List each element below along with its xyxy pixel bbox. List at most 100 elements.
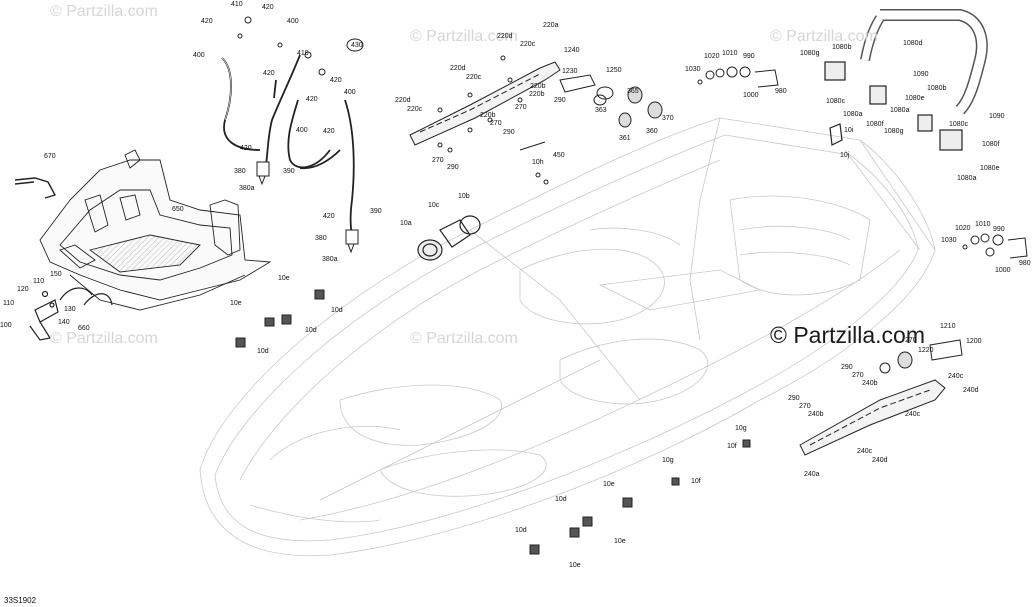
callout[interactable]: 220d xyxy=(450,65,466,72)
callout[interactable]: 1080f xyxy=(982,141,1000,148)
callout[interactable]: 650 xyxy=(172,206,184,213)
callout[interactable]: 1240 xyxy=(564,47,580,54)
callout[interactable]: 240d xyxy=(963,387,979,394)
callout[interactable]: 980 xyxy=(775,88,787,95)
callout[interactable]: 1230 xyxy=(562,68,578,75)
callout[interactable]: 380a xyxy=(239,185,255,192)
callout[interactable]: 400 xyxy=(344,89,356,96)
callout[interactable]: 290 xyxy=(447,164,459,171)
callout[interactable]: 10h xyxy=(532,159,544,166)
callout[interactable]: 990 xyxy=(993,226,1005,233)
callout[interactable]: 10g xyxy=(735,425,747,432)
callout[interactable]: 370 xyxy=(662,115,674,122)
callout[interactable]: 1010 xyxy=(975,221,991,228)
callout[interactable]: 220d xyxy=(395,97,411,104)
callout[interactable]: 400 xyxy=(193,52,205,59)
callout[interactable]: 1080e xyxy=(905,95,925,102)
callout[interactable]: 420 xyxy=(323,213,335,220)
callout[interactable]: 1080b xyxy=(832,44,852,51)
callout[interactable]: 10b xyxy=(458,193,470,200)
callout[interactable]: 380a xyxy=(322,256,338,263)
callout[interactable]: 10e xyxy=(603,481,615,488)
callout[interactable]: 1080b xyxy=(927,85,947,92)
callout[interactable]: 390 xyxy=(283,168,295,175)
callout[interactable]: 1080e xyxy=(980,165,1000,172)
callout[interactable]: 1080f xyxy=(866,121,884,128)
callout[interactable]: 10d xyxy=(305,327,317,334)
callout[interactable]: 430 xyxy=(351,42,363,49)
callout[interactable]: 1080a xyxy=(843,111,863,118)
callout[interactable]: 380 xyxy=(315,235,327,242)
callout[interactable]: 10g xyxy=(662,457,674,464)
callout[interactable]: 290 xyxy=(503,129,515,136)
callout[interactable]: 1080c xyxy=(949,121,969,128)
callout[interactable]: 220b xyxy=(530,83,546,90)
callout[interactable]: 110 xyxy=(33,278,45,285)
callout[interactable]: 10f xyxy=(727,443,737,450)
callout[interactable]: 10f xyxy=(691,478,701,485)
callout[interactable]: 290 xyxy=(554,97,566,104)
callout[interactable]: 220b xyxy=(480,112,496,119)
callout[interactable]: 10e xyxy=(614,538,626,545)
callout[interactable]: 240c xyxy=(948,373,964,380)
callout[interactable]: 220a xyxy=(543,22,559,29)
callout[interactable]: 10a xyxy=(400,220,412,227)
callout[interactable]: 10e xyxy=(230,300,242,307)
callout[interactable]: 10d xyxy=(257,348,269,355)
callout[interactable]: 1090 xyxy=(913,71,929,78)
callout[interactable]: 220b xyxy=(529,91,545,98)
callout[interactable]: 420 xyxy=(323,128,335,135)
callout[interactable]: 1080a xyxy=(957,175,977,182)
callout[interactable]: 1200 xyxy=(966,338,982,345)
callout[interactable]: 365 xyxy=(627,88,639,95)
callout[interactable]: 1080g xyxy=(884,128,904,135)
callout[interactable]: 990 xyxy=(743,53,755,60)
callout[interactable]: 10i xyxy=(844,127,854,134)
callout[interactable]: 110 xyxy=(3,300,15,307)
callout[interactable]: 660 xyxy=(78,325,90,332)
callout[interactable]: 10e xyxy=(278,275,290,282)
callout[interactable]: 10d xyxy=(331,307,343,314)
callout[interactable]: 360 xyxy=(646,128,658,135)
callout[interactable]: 150 xyxy=(50,271,62,278)
callout[interactable]: 1010 xyxy=(722,50,738,57)
callout[interactable]: 410 xyxy=(297,50,309,57)
callout[interactable]: 240b xyxy=(808,411,824,418)
callout[interactable]: 1000 xyxy=(995,267,1011,274)
callout[interactable]: 270 xyxy=(432,157,444,164)
callout[interactable]: 380 xyxy=(234,168,246,175)
callout[interactable]: 120 xyxy=(17,286,29,293)
callout[interactable]: 220c xyxy=(466,74,482,81)
callout[interactable]: 290 xyxy=(841,364,853,371)
callout[interactable]: 270 xyxy=(905,337,917,344)
callout[interactable]: 420 xyxy=(201,18,213,25)
callout[interactable]: 980 xyxy=(1019,260,1031,267)
callout[interactable]: 450 xyxy=(553,152,565,159)
callout[interactable]: 270 xyxy=(799,403,811,410)
callout[interactable]: 1000 xyxy=(743,92,759,99)
callout[interactable]: 240c xyxy=(905,411,921,418)
callout[interactable]: 361 xyxy=(619,135,631,142)
callout[interactable]: 1020 xyxy=(704,53,720,60)
callout[interactable]: 220c xyxy=(407,106,423,113)
callout[interactable]: 10e xyxy=(569,562,581,569)
callout[interactable]: 1030 xyxy=(685,66,701,73)
callout[interactable]: 270 xyxy=(490,120,502,127)
callout[interactable]: 363 xyxy=(595,107,607,114)
callout[interactable]: 130 xyxy=(64,306,76,313)
callout[interactable]: 10j xyxy=(840,152,850,159)
callout[interactable]: 1210 xyxy=(940,323,956,330)
callout[interactable]: 100 xyxy=(0,322,12,329)
callout[interactable]: 270 xyxy=(515,104,527,111)
callout[interactable]: 290 xyxy=(788,395,800,402)
callout[interactable]: 420 xyxy=(263,70,275,77)
callout[interactable]: 670 xyxy=(44,153,56,160)
callout[interactable]: 240c xyxy=(857,448,873,455)
callout[interactable]: 410 xyxy=(231,1,243,8)
callout[interactable]: 240d xyxy=(872,457,888,464)
callout[interactable]: 1250 xyxy=(606,67,622,74)
callout[interactable]: 400 xyxy=(296,127,308,134)
callout[interactable]: 140 xyxy=(58,319,70,326)
callout[interactable]: 420 xyxy=(306,96,318,103)
callout[interactable]: 1030 xyxy=(941,237,957,244)
